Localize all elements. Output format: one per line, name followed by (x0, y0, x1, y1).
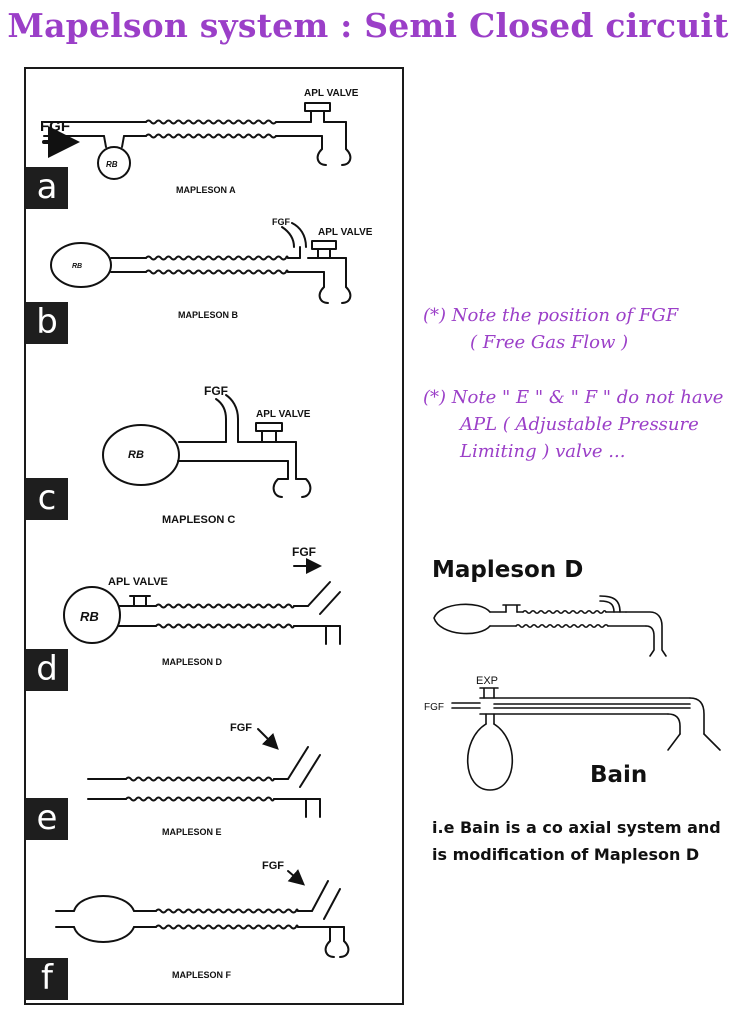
mapleson-e-label: MAPLESON E (162, 827, 222, 837)
corrugated-tube-f-bottom (155, 924, 299, 930)
mapleson-d-circuit (63, 558, 341, 645)
badge-f: f (26, 958, 68, 1000)
fgf-inlet-d (307, 581, 341, 615)
corrugated-tube-a-top (145, 119, 277, 125)
fgf-inlet-c (215, 394, 239, 443)
mapleson-a-label: MAPLESON A (176, 185, 236, 195)
mask-f (324, 940, 350, 958)
fgf-label-e: FGF (230, 722, 252, 734)
bain-fgf-label: FGF (424, 702, 444, 713)
mask-c (272, 478, 312, 498)
rb-label-a: RB (106, 160, 118, 169)
apl-label-b: APL VALVE (318, 227, 373, 238)
apl-valve-d (129, 595, 151, 607)
mapleson-a-circuit (43, 102, 352, 180)
bain-mask (667, 733, 721, 751)
badge-a: a (26, 167, 68, 209)
rb-label-d: RB (80, 609, 99, 624)
reservoir-bag-a (97, 146, 131, 180)
reservoir-bag-c (102, 424, 180, 486)
corrugated-tube-b-top (145, 255, 289, 261)
mapleson-c-label: MAPLESON C (162, 514, 235, 526)
bag-small (433, 603, 491, 635)
corrugated-tube-e-top (125, 776, 275, 782)
mapleson-c-circuit (102, 394, 312, 498)
apl-label-d: APL VALVE (108, 576, 168, 588)
exp-label: EXP (476, 675, 498, 687)
badge-c: c (26, 478, 68, 520)
mapleson-f-circuit (55, 869, 350, 958)
mapleson-d-small-diagram (433, 595, 667, 657)
fgf-label-d: FGF (292, 545, 316, 559)
reservoir-bag-d (63, 586, 121, 644)
corrugated-tube-e-bottom (125, 796, 275, 802)
page-title: Mapelson system : Semi Closed circuit (7, 6, 729, 45)
corrugated-tube-d-top (155, 603, 295, 609)
badge-b: b (26, 302, 68, 344)
apl-valve-b (311, 240, 337, 259)
corrugated-tube-f-top (155, 908, 299, 914)
corrugated-tube-b-bottom (145, 269, 289, 275)
fgf-inlet-b (281, 222, 307, 259)
note-2-line-1: (*) Note " E " & " F " do not have (423, 387, 724, 408)
mapleson-d-label: MAPLESON D (162, 657, 223, 667)
mapleson-b-label: MAPLESON B (178, 310, 239, 320)
rb-label-c: RB (128, 449, 144, 461)
fgf-label-c: FGF (204, 384, 228, 398)
corrugated-tube-d-bottom (155, 623, 295, 629)
mapleson-f-label: MAPLESON F (172, 970, 232, 980)
mapleson-d-diagram-title: Mapleson D (432, 557, 584, 583)
apl-valve-a (304, 102, 331, 123)
note-1-line-1: (*) Note the position of FGF (423, 305, 679, 326)
note-2-line-2: APL ( Adjustable Pressure (460, 414, 699, 435)
caption-line-1: i.e Bain is a co axial system and (432, 818, 721, 837)
note-2-line-3: Limiting ) valve ... (460, 441, 626, 462)
rb-label-b: RB (72, 263, 82, 270)
bain-bag-neck (485, 713, 495, 725)
mapleson-b-circuit (50, 222, 352, 304)
caption-line-2: is modification of Mapleson D (432, 845, 700, 864)
bain-bag (466, 723, 514, 791)
reservoir-bag-b (50, 242, 112, 288)
apl-label-c: APL VALVE (256, 409, 311, 420)
mapleson-schematics: FGF APL VALVE RB MAPLESON A FGF APL VALV… (40, 88, 373, 980)
apl-valve-c (255, 422, 283, 443)
fgf-label-a: FGF (40, 118, 70, 135)
fgf-label-f: FGF (262, 860, 284, 872)
badge-d: d (26, 649, 68, 691)
bain-diagram (451, 687, 721, 791)
mask-a (316, 148, 352, 166)
mapleson-e-circuit (87, 728, 321, 818)
note-1-line-2: ( Free Gas Flow ) (470, 332, 629, 353)
bain-diagram-title: Bain (590, 762, 648, 788)
apl-label-a: APL VALVE (304, 88, 359, 99)
mask-b (318, 286, 352, 304)
fgf-label-b: FGF (272, 217, 290, 227)
fgf-inlet-f (311, 880, 341, 920)
mapleson-panel: a b c d e f (24, 67, 404, 1005)
fgf-inlet-e (287, 746, 321, 788)
corrugated-tube-a-bottom (145, 133, 277, 139)
open-bag-f (73, 895, 135, 943)
badge-e: e (26, 798, 68, 840)
